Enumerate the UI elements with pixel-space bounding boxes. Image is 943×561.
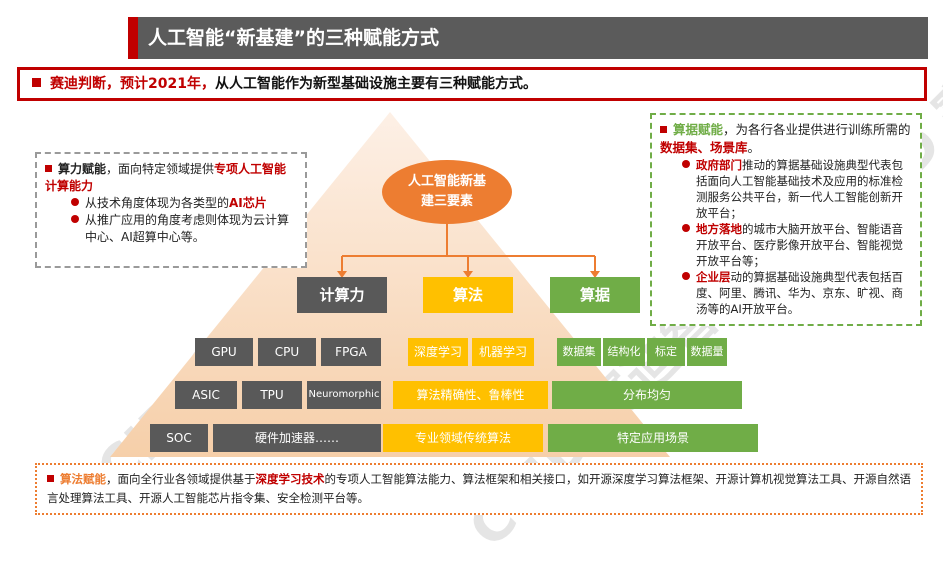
square-bullet-icon (660, 126, 667, 133)
algo-note-title: 算法赋能 (60, 472, 106, 486)
lead-rest: 从人工智能作为新型基础设施主要有三种赋能方式。 (214, 76, 537, 92)
lead-statement: 赛迪判断，预计2021年，从人工智能作为新型基础设施主要有三种赋能方式。 (17, 67, 927, 101)
pyramid-background (110, 112, 670, 457)
compute-bullet-1-text: 从技术角度体现为各类型的 (85, 196, 230, 210)
data-empowerment-note: 算据赋能，为各行各业提供进行训练所需的数据集、场景库。 政府部门推动的算据基础设… (650, 113, 922, 326)
compute-gpu: GPU (195, 338, 253, 366)
algo-note-text-2: 的专项人工智能算法能力、算法框架和相关接口，如开源深度学习算法框架、开源计算机视… (47, 472, 911, 505)
compute-cpu: CPU (258, 338, 316, 366)
algo-traditional: 专业领域传统算法 (383, 424, 543, 452)
data-note-bullet-1: 政府部门推动的算据基础设施典型代表包括面向人工智能基础技术及应用的标准检测服务公… (660, 157, 912, 221)
square-bullet-icon (47, 475, 54, 482)
compute-note-bullet-2: 从推广应用的角度考虑则体现为云计算中心、AI超算中心等。 (45, 212, 297, 246)
dot-bullet-icon (682, 272, 690, 280)
data-bullet-3-highlight: 企业层 (696, 270, 731, 284)
square-bullet-icon (32, 78, 41, 87)
data-bullet-1-text: 推动的算据基础设施典型代表包括面向人工智能基础技术及应用的标准检测服务公共平台，… (696, 158, 903, 220)
data-specific-scenarios: 特定应用场景 (548, 424, 758, 452)
data-note-head: 算据赋能，为各行各业提供进行训练所需的数据集、场景库。 (660, 121, 912, 157)
data-note-title: 算据赋能 (673, 122, 724, 137)
data-bullet-2-highlight: 地方落地 (696, 222, 742, 236)
compute-tpu: TPU (242, 381, 302, 409)
page-title: 人工智能“新基建”的三种赋能方式 (138, 17, 928, 59)
title-accent (128, 17, 138, 59)
lead-highlight: 赛迪判断，预计2021年， (50, 76, 215, 92)
compute-asic: ASIC (175, 381, 237, 409)
compute-fpga: FPGA (321, 338, 381, 366)
compute-note-head: 算力赋能，面向特定领域提供专项人工智能计算能力 (45, 161, 297, 195)
compute-empowerment-note: 算力赋能，面向特定领域提供专项人工智能计算能力 从技术角度体现为各类型的AI芯片… (35, 152, 307, 268)
compute-bullet-1-highlight: AI芯片 (229, 196, 267, 210)
data-dataset: 数据集 (557, 338, 601, 366)
data-bullet-2-text: 的城市大脑开放平台、智能语音开放平台、医疗影像开放平台、智能视觉开放平台等； (696, 222, 903, 268)
compute-neuromorphic: Neuromorphic (307, 381, 381, 409)
dot-bullet-icon (71, 198, 79, 206)
data-note-bullet-3: 企业层动的算据基础设施典型代表包括百度、阿里、腾讯、华为、京东、旷视、商汤等的A… (660, 269, 912, 317)
three-elements-hub: 人工智能新基 建三要素 (382, 160, 512, 224)
category-algorithm: 算法 (423, 277, 513, 313)
dot-bullet-icon (682, 160, 690, 168)
hub-line-1: 人工智能新基 (407, 174, 486, 189)
algo-note-text-1: ，面向全行业各领域提供基于 (106, 472, 256, 486)
dot-bullet-icon (71, 215, 79, 223)
dot-bullet-icon (682, 224, 690, 232)
data-note-end: 。 (747, 140, 761, 155)
data-note-text: ，为各行各业提供进行训练所需的 (723, 122, 911, 137)
algo-deep-learning: 深度学习 (408, 338, 468, 366)
compute-note-highlight: 专项人工智能计算能力 (45, 162, 287, 193)
compute-hw-accelerator: 硬件加速器…… (213, 424, 381, 452)
algo-machine-learning: 机器学习 (472, 338, 534, 366)
category-compute: 计算力 (297, 277, 387, 313)
data-structured: 结构化 (603, 338, 645, 366)
category-data: 算据 (550, 277, 640, 313)
data-note-bullet-2: 地方落地的城市大脑开放平台、智能语音开放平台、医疗影像开放平台、智能视觉开放平台… (660, 221, 912, 269)
data-uniform-distribution: 分布均匀 (552, 381, 742, 409)
data-labeled: 标定 (647, 338, 685, 366)
data-volume: 数据量 (687, 338, 727, 366)
compute-note-bullet-1: 从技术角度体现为各类型的AI芯片 (45, 195, 297, 212)
square-bullet-icon (45, 165, 52, 172)
compute-bullet-2-text: 从推广应用的角度考虑则体现为云计算中心、AI超算中心等。 (85, 213, 290, 244)
hub-line-2: 建三要素 (420, 194, 473, 209)
compute-note-text: ，面向特定领域提供 (106, 162, 215, 176)
algo-note-highlight: 深度学习技术 (255, 472, 325, 486)
compute-soc: SOC (150, 424, 208, 452)
data-bullet-3-text: 动的算据基础设施典型代表包括百度、阿里、腾讯、华为、京东、旷视、商汤等的AI开放… (696, 270, 903, 316)
algorithm-empowerment-note: 算法赋能，面向全行业各领域提供基于深度学习技术的专项人工智能算法能力、算法框架和… (35, 463, 923, 515)
data-note-highlight: 数据集、场景库 (660, 140, 748, 155)
data-bullet-1-highlight: 政府部门 (696, 158, 742, 172)
algo-accuracy-robustness: 算法精确性、鲁棒性 (393, 381, 548, 409)
compute-note-title: 算力赋能 (58, 162, 107, 176)
connector-lines (337, 224, 600, 278)
